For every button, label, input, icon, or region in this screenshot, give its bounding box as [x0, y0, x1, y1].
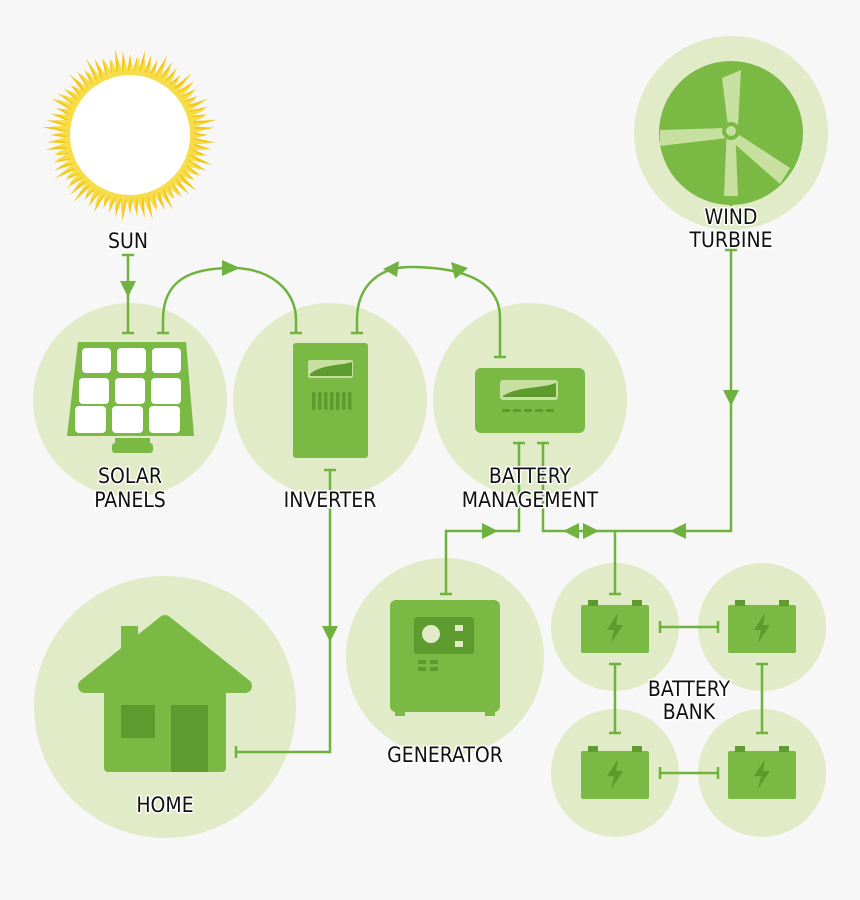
generator-label: GENERATOR [387, 743, 503, 767]
wind-label-line1: WIND [705, 205, 758, 229]
wind-label-line2: TURBINE [688, 228, 772, 252]
sun-icon [42, 49, 217, 222]
sun-label: SUN [108, 229, 148, 253]
home-label: HOME [136, 793, 193, 817]
house-icon [78, 615, 252, 772]
battery-icon [581, 600, 649, 653]
connectors [120, 194, 768, 779]
solar-panel-icon [67, 342, 194, 453]
inverter-label: INVERTER [284, 488, 377, 512]
battery-management-icon [475, 368, 585, 433]
solar-label-line1: SOLAR [98, 464, 162, 488]
battery-management-label-line2: MANAGEMENT [462, 488, 599, 512]
solar-label-line2: PANELS [94, 488, 166, 512]
battery-bank-label-line2: BANK [663, 700, 716, 724]
battery-icon [581, 746, 649, 799]
battery-management-label-line1: BATTERY [489, 464, 572, 488]
battery-icon [728, 746, 796, 799]
battery-icon [728, 600, 796, 653]
inverter-icon [293, 343, 368, 458]
battery-bank-label-line1: BATTERY [648, 677, 731, 701]
generator-icon [390, 600, 500, 716]
wind-turbine-icon [659, 61, 803, 205]
